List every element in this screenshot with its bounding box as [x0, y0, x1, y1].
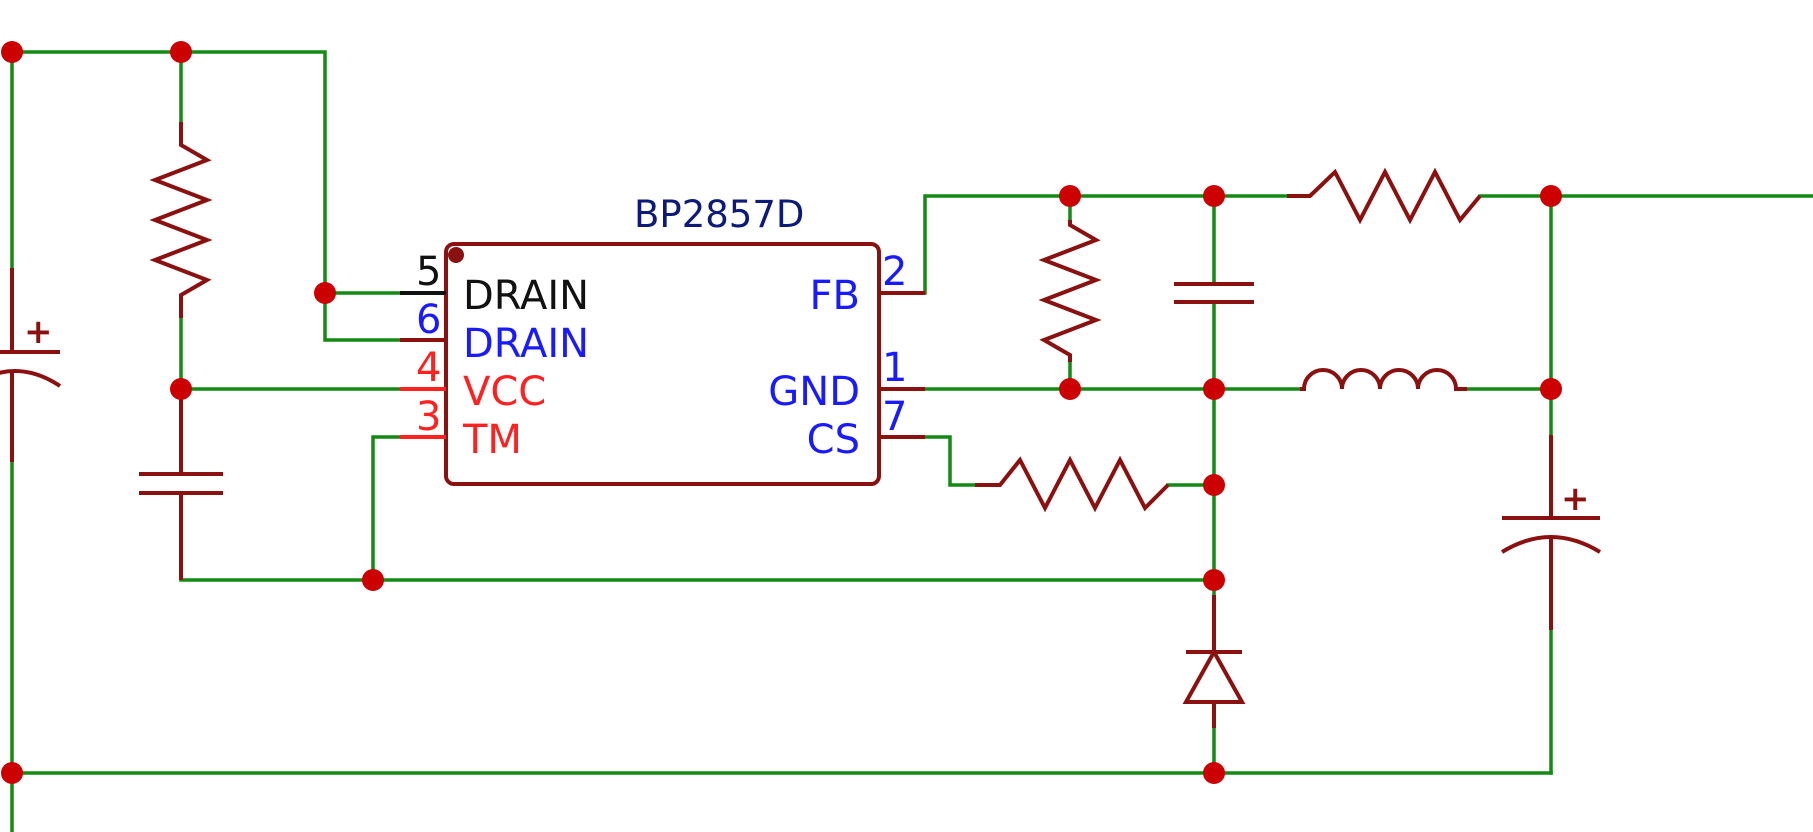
pin-number-4: 4: [416, 345, 441, 391]
wire-top-left: [10, 50, 402, 295]
pin-name-tm: TM: [462, 417, 522, 463]
wires: [10, 50, 1813, 832]
resistor-r3: [1038, 220, 1102, 362]
capacitor-c3: [1174, 282, 1254, 304]
output-capacitor-polarity: +: [1561, 479, 1590, 519]
pin-name-drain-5: DRAIN: [463, 273, 589, 319]
output-capacitor: +: [1500, 435, 1602, 630]
pin-number-6: 6: [416, 297, 441, 343]
pin-number-7: 7: [882, 394, 907, 440]
diode-d1: [1182, 595, 1246, 728]
pin-name-vcc: VCC: [463, 369, 546, 415]
input-capacitor-polarity: +: [24, 312, 53, 352]
junction: [1, 762, 23, 784]
wire-tm: [371, 435, 402, 582]
ic-bp2857d: BP2857D 5 6 4 3 DRAIN DRAIN VCC TM 2 1 7…: [400, 193, 925, 486]
pin-number-5: 5: [416, 249, 441, 295]
junction: [362, 569, 384, 591]
pin-name-fb: FB: [810, 273, 860, 319]
input-capacitor: +: [0, 268, 62, 462]
ic-part-name: BP2857D: [634, 193, 804, 236]
junction: [314, 282, 336, 304]
junction: [1203, 378, 1225, 400]
resistor-r2: [975, 455, 1170, 513]
junction: [1059, 378, 1081, 400]
junction: [1203, 762, 1225, 784]
wire-cs: [923, 435, 977, 487]
pin-number-2: 2: [882, 249, 907, 295]
pin-number-3: 3: [416, 394, 441, 440]
junction: [1203, 185, 1225, 207]
resistor-r4: [1287, 167, 1482, 225]
junctions: [1, 41, 1562, 784]
pin-name-cs: CS: [807, 417, 860, 463]
junction: [170, 41, 192, 63]
pin-name-drain-6: DRAIN: [463, 321, 589, 367]
junction: [1059, 185, 1081, 207]
wire-fb: [923, 194, 1289, 295]
junction: [1540, 378, 1562, 400]
capacitor-c1: [139, 389, 223, 580]
junction: [170, 378, 192, 400]
resistor-r1: [149, 122, 213, 318]
junction: [1, 41, 23, 63]
components: +: [0, 122, 1602, 728]
junction: [1203, 569, 1225, 591]
pin-name-gnd: GND: [768, 369, 860, 415]
wire-drain6: [323, 291, 402, 342]
junction: [1203, 474, 1225, 496]
junction: [1540, 185, 1562, 207]
pin-number-1: 1: [882, 345, 907, 391]
inductor-l1: [1300, 368, 1467, 391]
